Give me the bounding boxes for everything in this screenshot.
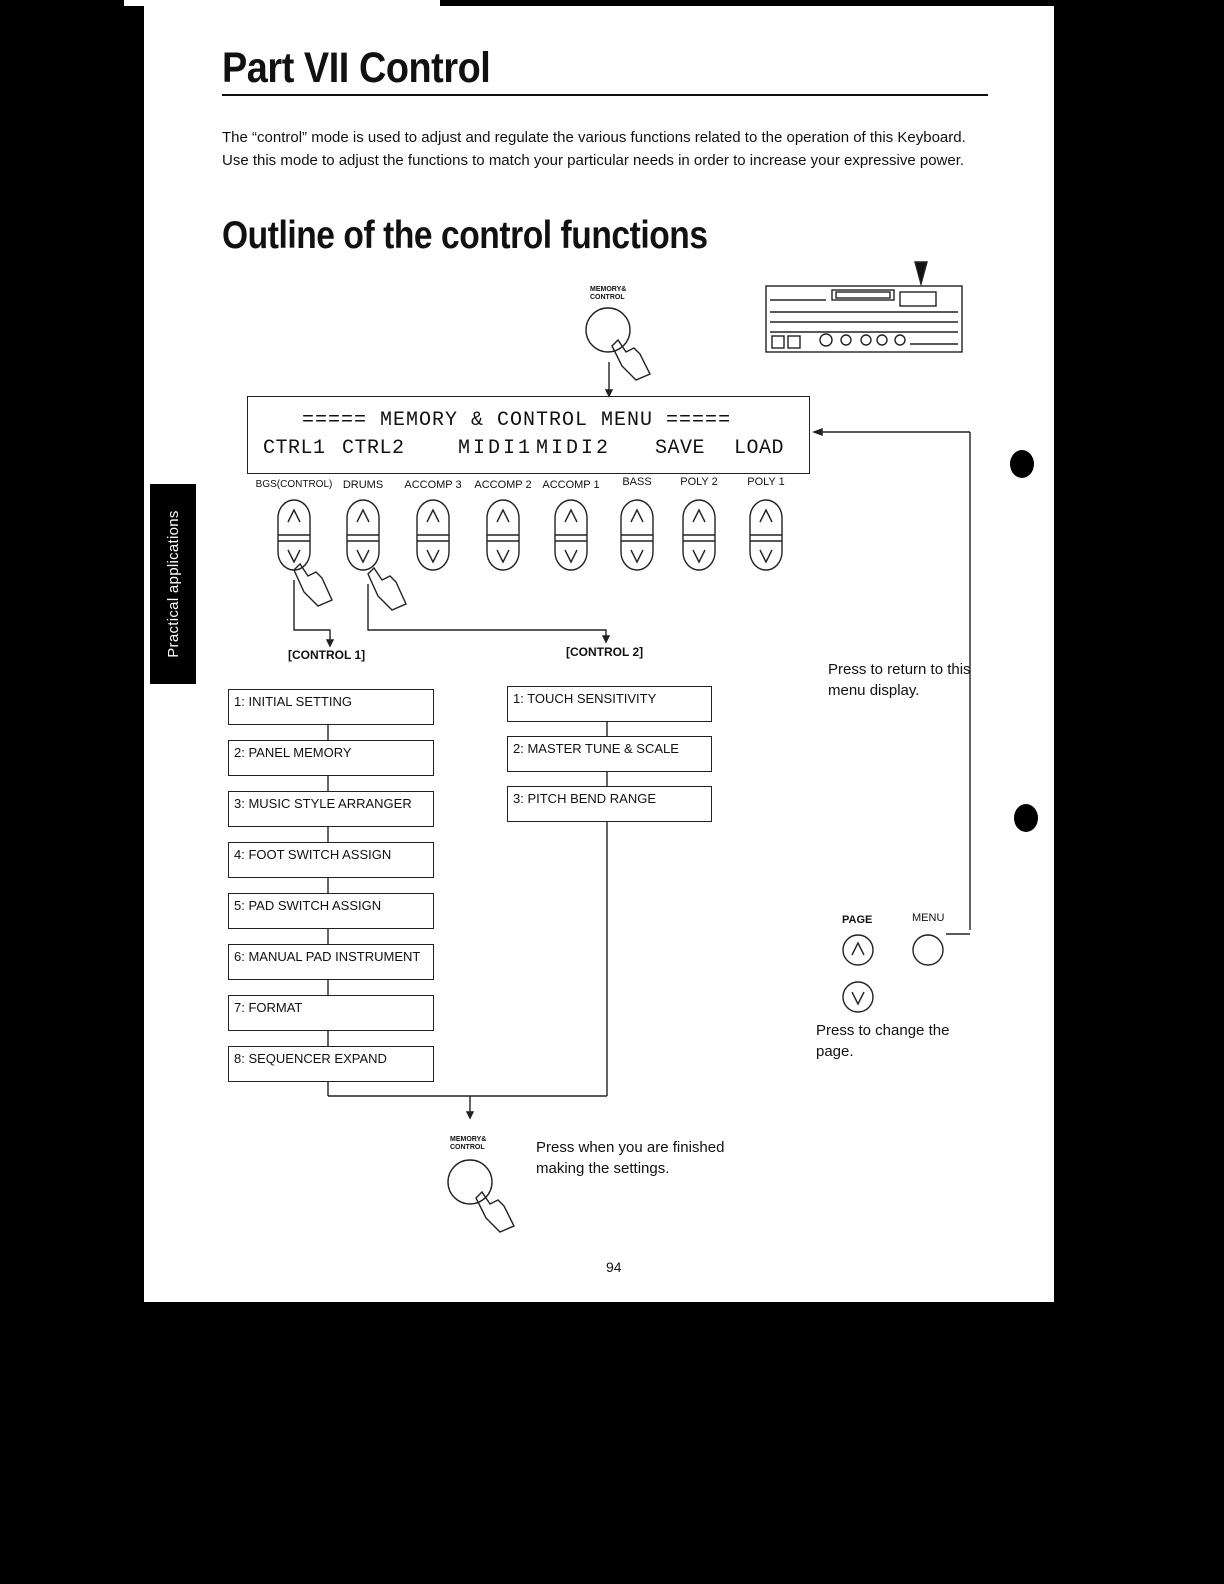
control2-item-3-label: 3: PITCH BEND RANGE <box>513 791 657 806</box>
pointing-hand-icon-1 <box>367 566 407 611</box>
updown-button-4[interactable] <box>554 499 588 571</box>
control1-item-2-label: 2: PANEL MEMORY <box>234 745 352 760</box>
page-down-button[interactable] <box>842 981 874 1013</box>
page-up-arrow-icon <box>851 941 865 956</box>
lcd-load[interactable]: LOAD <box>734 437 785 460</box>
up-arrow-icon <box>287 508 301 523</box>
up-arrow-icon <box>496 508 510 523</box>
down-arrow-icon <box>692 549 706 564</box>
control1-item-2[interactable]: 2: PANEL MEMORY <box>228 740 434 776</box>
pointing-hand-icon-0 <box>293 562 333 607</box>
down-arrow-icon <box>564 549 578 564</box>
control1-item-3-label: 3: MUSIC STYLE ARRANGER <box>234 796 412 811</box>
button-label-1: DRUMS <box>342 479 384 491</box>
control1-item-8[interactable]: 8: SEQUENCER EXPAND <box>228 1046 434 1082</box>
updown-button-0[interactable] <box>277 499 311 571</box>
page-number: 94 <box>606 1259 622 1275</box>
button-label-5: BASS <box>622 476 652 488</box>
return-note: Press to return to this menu display. <box>828 661 971 699</box>
lcd-ctrl2[interactable]: CTRL2 <box>342 437 405 460</box>
control1-item-1[interactable]: 1: INITIAL SETTING <box>228 689 434 725</box>
button-label-0: BGS(CONTROL) <box>255 479 333 490</box>
side-tab <box>150 484 196 684</box>
up-arrow-icon <box>759 508 773 523</box>
up-arrow-icon <box>426 508 440 523</box>
menu-button[interactable] <box>912 934 944 966</box>
page-down-arrow-icon <box>851 991 865 1006</box>
memory-control-button-top <box>585 307 631 353</box>
down-arrow-icon <box>759 549 773 564</box>
change-page-note: Press to change the page. <box>816 1022 950 1060</box>
top-memory-control-label: MEMORY& CONTROL <box>590 286 627 301</box>
control2-item-3[interactable]: 3: PITCH BEND RANGE <box>507 786 712 822</box>
bottom-memory-control-label: MEMORY& CONTROL <box>450 1136 487 1151</box>
control1-item-8-label: 8: SEQUENCER EXPAND <box>234 1051 387 1066</box>
control1-item-3[interactable]: 3: MUSIC STYLE ARRANGER <box>228 791 434 827</box>
control2-item-1[interactable]: 1: TOUCH SENSITIVITY <box>507 686 712 722</box>
button-label-2: ACCOMP 3 <box>404 479 462 491</box>
lcd-menu-title: ===== MEMORY & CONTROL MENU ===== <box>302 409 732 432</box>
lcd-save[interactable]: SAVE <box>655 437 706 460</box>
keyboard-panel-icon <box>765 285 963 353</box>
binder-hole-top <box>1010 450 1034 478</box>
pointing-hand-icon <box>611 338 651 381</box>
intro-paragraph: The “control” mode is used to adjust and… <box>222 129 966 169</box>
manual-page <box>144 6 1054 1302</box>
control1-item-7[interactable]: 7: FORMAT <box>228 995 434 1031</box>
down-arrow-icon <box>496 549 510 564</box>
control2-item-1-label: 1: TOUCH SENSITIVITY <box>513 691 657 706</box>
down-arrow-icon <box>356 549 370 564</box>
lcd-ctrl1[interactable]: CTRL1 <box>263 437 326 460</box>
control1-item-6-label: 6: MANUAL PAD INSTRUMENT <box>234 949 421 964</box>
control1-item-5[interactable]: 5: PAD SWITCH ASSIGN <box>228 893 434 929</box>
down-arrow-icon <box>426 549 440 564</box>
updown-button-2[interactable] <box>416 499 450 571</box>
control2-item-2[interactable]: 2: MASTER TUNE & SCALE <box>507 736 712 772</box>
updown-button-7[interactable] <box>749 499 783 571</box>
lcd-display: ===== MEMORY & CONTROL MENU ===== CTRL1 … <box>247 396 810 474</box>
control1-item-7-label: 7: FORMAT <box>234 1000 303 1015</box>
control2-item-2-label: 2: MASTER TUNE & SCALE <box>513 741 679 756</box>
updown-button-6[interactable] <box>682 499 716 571</box>
title-rule <box>222 94 988 96</box>
section-title: Outline of the control functions <box>222 214 708 257</box>
up-arrow-icon <box>692 508 706 523</box>
top-margin-strip <box>124 0 440 6</box>
menu-label: MENU <box>912 912 945 924</box>
down-arrow-icon <box>287 549 301 564</box>
up-arrow-icon <box>630 508 644 523</box>
control2-title: [CONTROL 2] <box>566 645 644 659</box>
lcd-midi2[interactable]: MIDI2 <box>536 437 612 460</box>
updown-button-3[interactable] <box>486 499 520 571</box>
button-label-4: ACCOMP 1 <box>542 479 600 491</box>
control1-item-4[interactable]: 4: FOOT SWITCH ASSIGN <box>228 842 434 878</box>
button-label-7: POLY 1 <box>747 476 785 488</box>
down-arrow-icon <box>630 549 644 564</box>
up-arrow-icon <box>564 508 578 523</box>
control1-item-5-label: 5: PAD SWITCH ASSIGN <box>234 898 382 913</box>
control1-item-1-label: 1: INITIAL SETTING <box>234 694 352 709</box>
control1-item-6[interactable]: 6: MANUAL PAD INSTRUMENT <box>228 944 434 980</box>
button-label-6: POLY 2 <box>680 476 718 488</box>
control1-title: [CONTROL 1] <box>288 648 366 662</box>
button-label-3: ACCOMP 2 <box>474 479 532 491</box>
part-title: Part VII Control <box>222 44 491 92</box>
page-label: PAGE <box>842 914 873 926</box>
up-arrow-icon <box>356 508 370 523</box>
finished-note: Press when you are finished making the s… <box>536 1139 725 1177</box>
updown-button-5[interactable] <box>620 499 654 571</box>
lcd-midi1[interactable]: MIDI1 <box>458 437 534 460</box>
page-up-button[interactable] <box>842 934 874 966</box>
control1-item-4-label: 4: FOOT SWITCH ASSIGN <box>234 847 392 862</box>
binder-hole-bottom <box>1014 804 1038 832</box>
pointing-hand-icon-bottom <box>475 1190 515 1233</box>
memory-control-button-bottom <box>447 1159 493 1205</box>
updown-button-1[interactable] <box>346 499 380 571</box>
